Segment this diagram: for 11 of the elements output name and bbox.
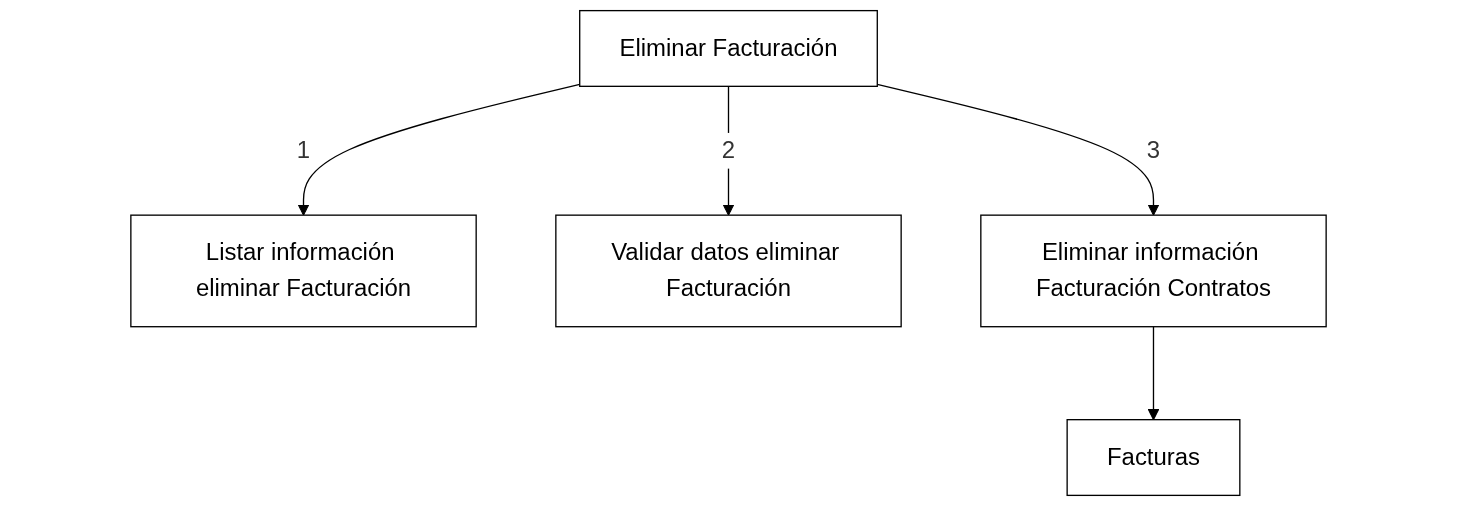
node-box: Eliminar Facturación	[579, 9, 878, 87]
edge-label: 2	[721, 136, 736, 164]
edge-label: 1	[296, 136, 311, 164]
arrow	[1147, 326, 1160, 421]
node-box: Facturas	[1066, 419, 1241, 497]
node-box: Listar información eliminar Facturación	[130, 214, 477, 328]
node-box: Eliminar información Facturación Contratos	[980, 214, 1327, 328]
node-box: Validar datos eliminar Facturación	[555, 214, 902, 328]
arrow	[876, 83, 1160, 216]
edge-label: 3	[1146, 136, 1161, 164]
arrow	[297, 83, 581, 216]
